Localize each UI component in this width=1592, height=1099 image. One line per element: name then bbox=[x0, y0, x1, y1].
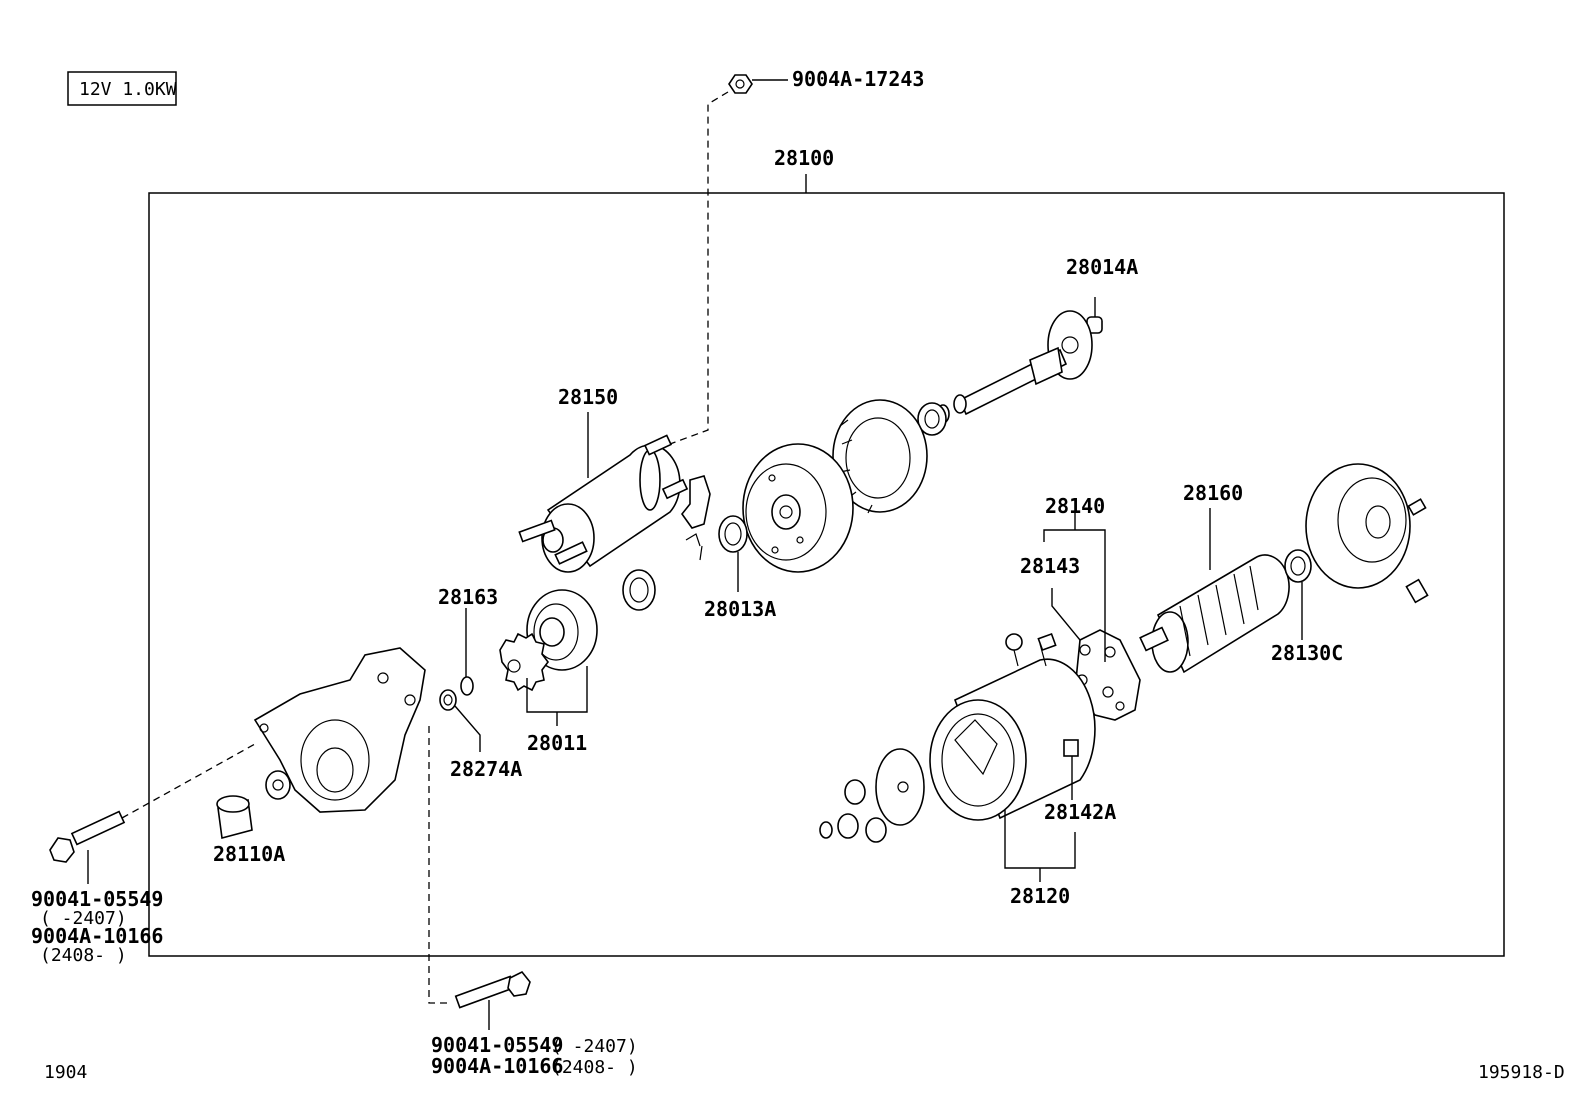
label-28130C[interactable]: 28130C bbox=[1271, 641, 1343, 665]
label-28013A[interactable]: 28013A bbox=[704, 597, 776, 621]
part-28274A bbox=[439, 689, 481, 752]
drive-housing bbox=[253, 647, 426, 813]
part-28110A bbox=[216, 795, 253, 840]
part-28163 bbox=[460, 608, 474, 696]
yoke-28120 bbox=[929, 632, 1096, 821]
label-28163[interactable]: 28163 bbox=[438, 585, 498, 609]
label-bolt-left-3[interactable]: 9004A-10166 bbox=[31, 924, 163, 948]
label-28100[interactable]: 28100 bbox=[774, 146, 834, 170]
spec-text: 12V 1.0KW bbox=[79, 79, 177, 100]
label-28142A[interactable]: 28142A bbox=[1044, 800, 1116, 824]
armature-28160 bbox=[1139, 508, 1290, 674]
nut-top bbox=[728, 74, 788, 94]
part-28014A bbox=[1086, 297, 1103, 334]
solenoid-28150 bbox=[518, 412, 689, 573]
label-28143[interactable]: 28143 bbox=[1020, 554, 1080, 578]
label-bolt-left-1[interactable]: 90041-05549 bbox=[31, 887, 163, 911]
assembly-frame bbox=[148, 192, 1505, 957]
spec-box: 12V 1.0KW bbox=[67, 71, 177, 106]
label-9004A-17243[interactable]: 9004A-17243 bbox=[792, 67, 924, 91]
label-bolt-bottom-2[interactable]: 9004A-10166 bbox=[431, 1054, 563, 1078]
label-28160[interactable]: 28160 bbox=[1183, 481, 1243, 505]
shift-lever bbox=[680, 475, 711, 561]
end-cover bbox=[1305, 463, 1429, 604]
part-28013A bbox=[718, 515, 748, 592]
label-28140[interactable]: 28140 bbox=[1045, 494, 1105, 518]
part-28130C bbox=[1284, 549, 1312, 640]
label-28120[interactable]: 28120 bbox=[1010, 884, 1070, 908]
label-28110A[interactable]: 28110A bbox=[213, 842, 285, 866]
label-bolt-left-4: (2408- ) bbox=[40, 945, 127, 966]
label-bolt-bottom-1-range: ( -2407) bbox=[551, 1036, 638, 1057]
footer-right: 195918-D bbox=[1478, 1062, 1565, 1083]
label-bolt-bottom-1[interactable]: 90041-05549 bbox=[431, 1033, 563, 1057]
label-28014A[interactable]: 28014A bbox=[1066, 255, 1138, 279]
retainer-ring bbox=[622, 569, 656, 611]
center-bracket bbox=[742, 443, 854, 573]
bolt-left bbox=[49, 743, 256, 884]
planetary-gears bbox=[819, 748, 925, 843]
label-bolt-bottom-2-range: (2408- ) bbox=[551, 1057, 638, 1078]
footer-left: 1904 bbox=[44, 1062, 87, 1083]
brush-holder-28140 bbox=[1043, 512, 1141, 721]
label-28011[interactable]: 28011 bbox=[527, 731, 587, 755]
label-28274A[interactable]: 28274A bbox=[450, 757, 522, 781]
drive-shaft bbox=[917, 310, 1093, 436]
bolt-bottom bbox=[428, 726, 531, 1030]
label-28150[interactable]: 28150 bbox=[558, 385, 618, 409]
label-bolt-left-2: ( -2407) bbox=[40, 908, 127, 929]
ring-gear-housing bbox=[832, 399, 928, 514]
part-28011 bbox=[499, 589, 598, 726]
